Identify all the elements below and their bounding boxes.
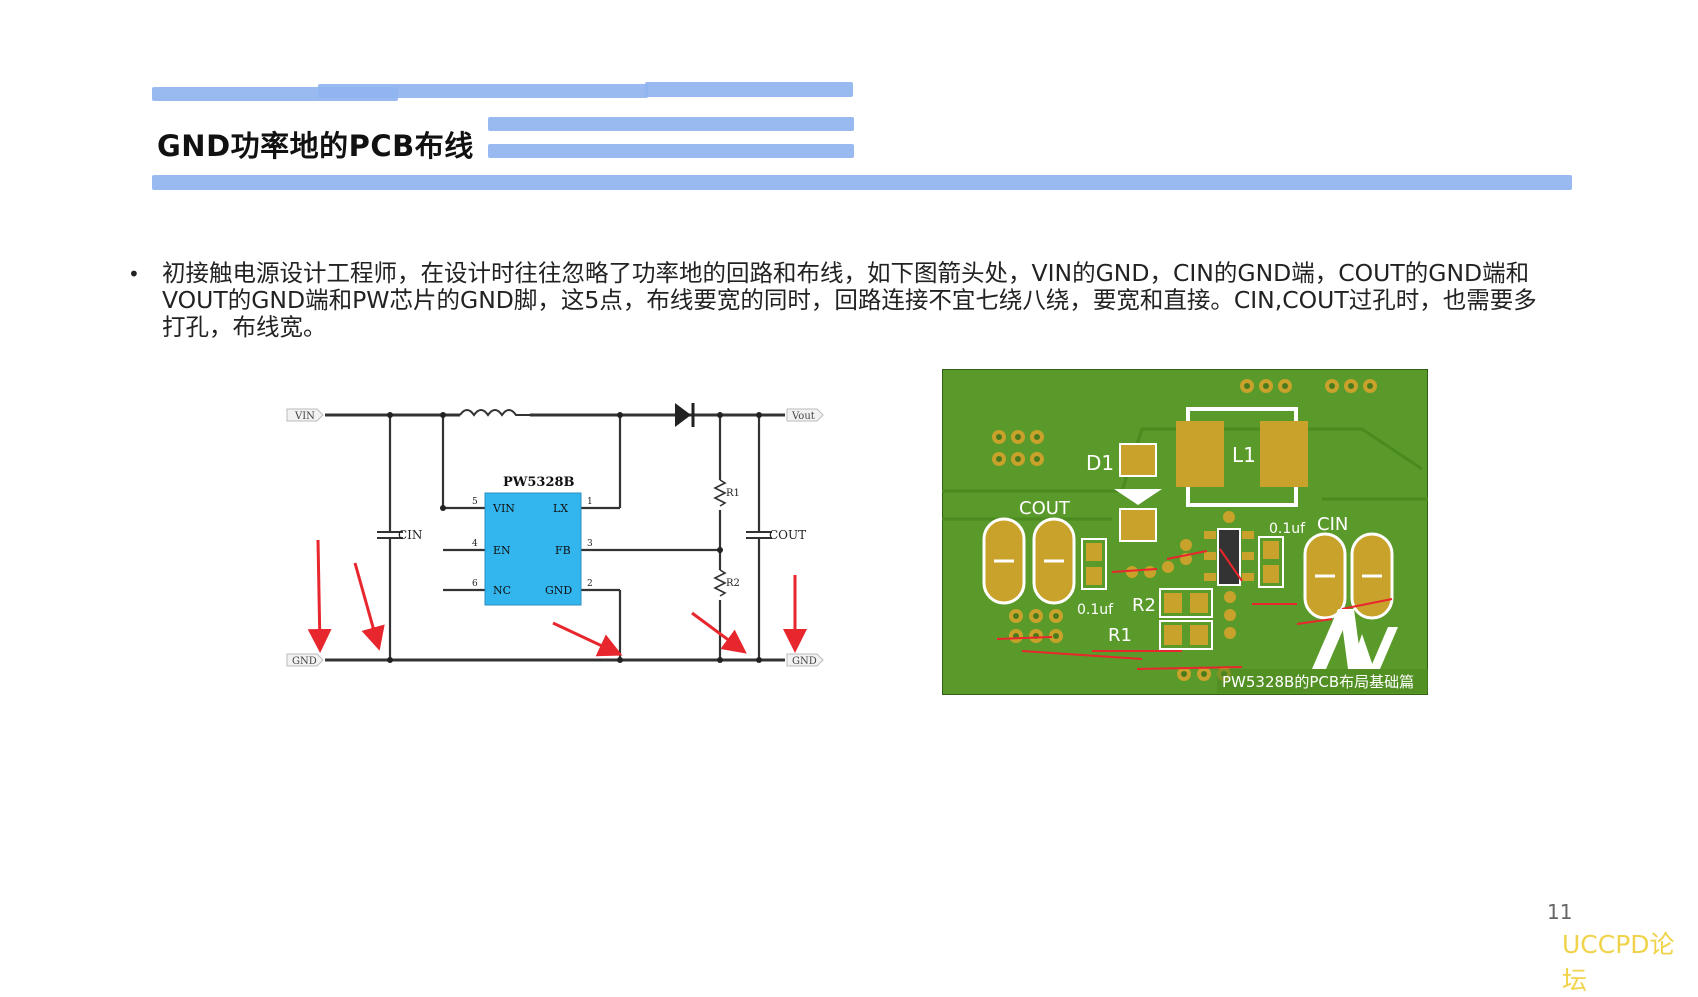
r2-label: R2 [726, 578, 740, 589]
cin-label: CIN [1317, 514, 1348, 535]
chip-name: PW5328B [503, 475, 575, 490]
pin-num-3: 3 [587, 539, 593, 549]
title-underline-bar [152, 175, 1572, 190]
r2-footprint [1159, 588, 1213, 618]
pin-num-4: 4 [472, 539, 478, 549]
arrow-cout-gnd [691, 611, 747, 654]
chip-footprint [1217, 528, 1241, 586]
cout-label: COUT [769, 528, 806, 542]
chip-body [484, 492, 582, 606]
pin-gnd: GND [545, 584, 572, 597]
watermark-text: UCCPD论坛 [1562, 930, 1675, 995]
pin-num-1: 1 [587, 497, 593, 507]
bullet-marker: • [128, 262, 140, 286]
cap-0-1uf-right [1258, 536, 1284, 588]
title-bar-top-mid [318, 84, 648, 98]
l1-label: L1 [1232, 443, 1256, 467]
circuit-schematic: VIN GND Vout GND PW5328B VIN LX EN FB NC… [286, 403, 824, 667]
vin-label: VIN [294, 411, 315, 422]
cap-right-label: 0.1uf [1269, 521, 1306, 537]
d1-label: D1 [1086, 451, 1114, 475]
logo-mark [1312, 609, 1398, 669]
d1-pad-top [1119, 443, 1157, 477]
arrow-vin-gnd [307, 539, 332, 653]
arrow-cin-gnd [353, 562, 385, 651]
title-bar-top-right [645, 82, 853, 97]
pin-num-2: 2 [587, 579, 593, 589]
cout-label: COUT [1019, 498, 1071, 519]
pin-num-6: 6 [472, 579, 478, 589]
inductor-symbol [459, 409, 530, 417]
pin-num-5: 5 [472, 497, 478, 507]
title-bar-right-2 [488, 144, 854, 158]
gnd-right-label: GND [792, 656, 817, 667]
pin-fb: FB [555, 544, 571, 557]
resistor-r1 [713, 479, 727, 507]
cap-left-label: 0.1uf [1077, 602, 1114, 618]
r2-label: R2 [1132, 595, 1156, 616]
r1-footprint [1159, 620, 1213, 650]
d1-pad-bottom [1119, 508, 1157, 542]
pin-vin: VIN [492, 502, 515, 515]
pcb-caption: PW5328B的PCB布局基础篇 [1222, 673, 1414, 691]
d1-marker [1114, 489, 1162, 505]
page-title: GND功率地的PCB布线 [157, 129, 474, 163]
r1-label: R1 [1108, 625, 1132, 646]
cin-label: CIN [398, 528, 422, 542]
l1-pad-left [1176, 421, 1224, 487]
pin-lx: LX [553, 502, 568, 515]
pin-en: EN [493, 544, 511, 557]
diode-symbol [645, 403, 695, 427]
pin-nc: NC [493, 584, 511, 597]
cap-0-1uf-left [1081, 538, 1107, 590]
pcb-layout-image: L1 D1 COUT 0.1uf 0.1uf CIN R2 R1 [942, 369, 1428, 695]
l1-pad-right [1260, 421, 1308, 487]
gnd-left-label: GND [292, 656, 317, 667]
body-paragraph: 初接触电源设计工程师，在设计时往往忽略了功率地的回路和布线，如下图箭头处，VIN… [162, 259, 1537, 341]
vout-label: Vout [791, 411, 815, 422]
title-bar-right-1 [488, 117, 854, 131]
r1-label: R1 [726, 488, 740, 499]
arrow-chip-gnd [552, 621, 623, 657]
resistor-r2 [713, 569, 727, 597]
page-number: 11 [1547, 900, 1573, 924]
